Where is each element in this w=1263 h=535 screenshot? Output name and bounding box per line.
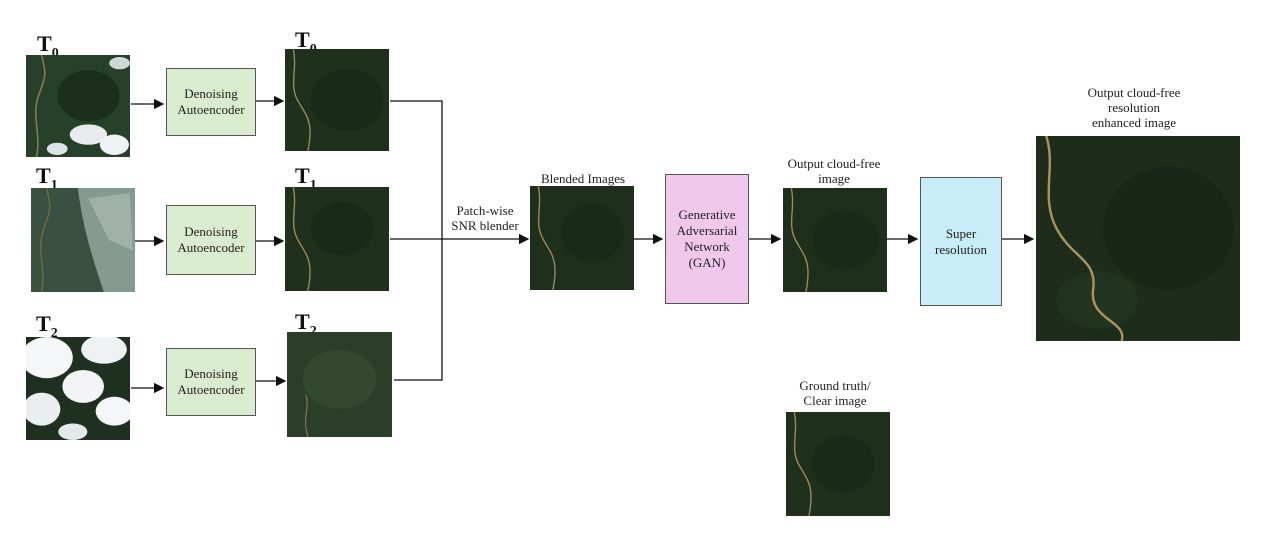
final-image-label: Output cloud-free resolution enhanced im… — [1087, 85, 1181, 130]
blended-image — [530, 186, 634, 290]
input-label-t1: T1 — [36, 163, 58, 194]
denoised-label-t2: T2 — [295, 309, 317, 340]
denoised-image-t2 — [287, 332, 392, 437]
output-cloud-free-image — [783, 188, 887, 292]
final-enhanced-image — [1036, 136, 1240, 341]
denoising-autoencoder-box-1: Denoising Autoencoder — [166, 205, 256, 275]
ground-truth-image — [786, 412, 890, 516]
blender-label: Patch-wise SNR blender — [451, 203, 519, 233]
gan-box: Generative Adversarial Network (GAN) — [665, 174, 749, 304]
denoised-image-t0 — [285, 49, 389, 151]
blended-images-label: Blended Images — [540, 171, 626, 186]
denoising-autoencoder-box-2: Denoising Autoencoder — [166, 348, 256, 416]
input-image-t1 — [31, 188, 135, 292]
input-label-t2: T2 — [36, 311, 58, 342]
ground-truth-label: Ground truth/ Clear image — [799, 378, 871, 408]
output-image-label: Output cloud-free image — [787, 156, 881, 186]
input-label-t0: T0 — [37, 31, 59, 62]
input-image-t0 — [26, 55, 130, 157]
denoised-label-t1: T1 — [295, 163, 317, 194]
denoising-autoencoder-box-0: Denoising Autoencoder — [166, 68, 256, 136]
input-image-t2 — [26, 337, 130, 440]
denoised-image-t1 — [285, 187, 389, 291]
super-resolution-box: Super resolution — [920, 177, 1002, 306]
